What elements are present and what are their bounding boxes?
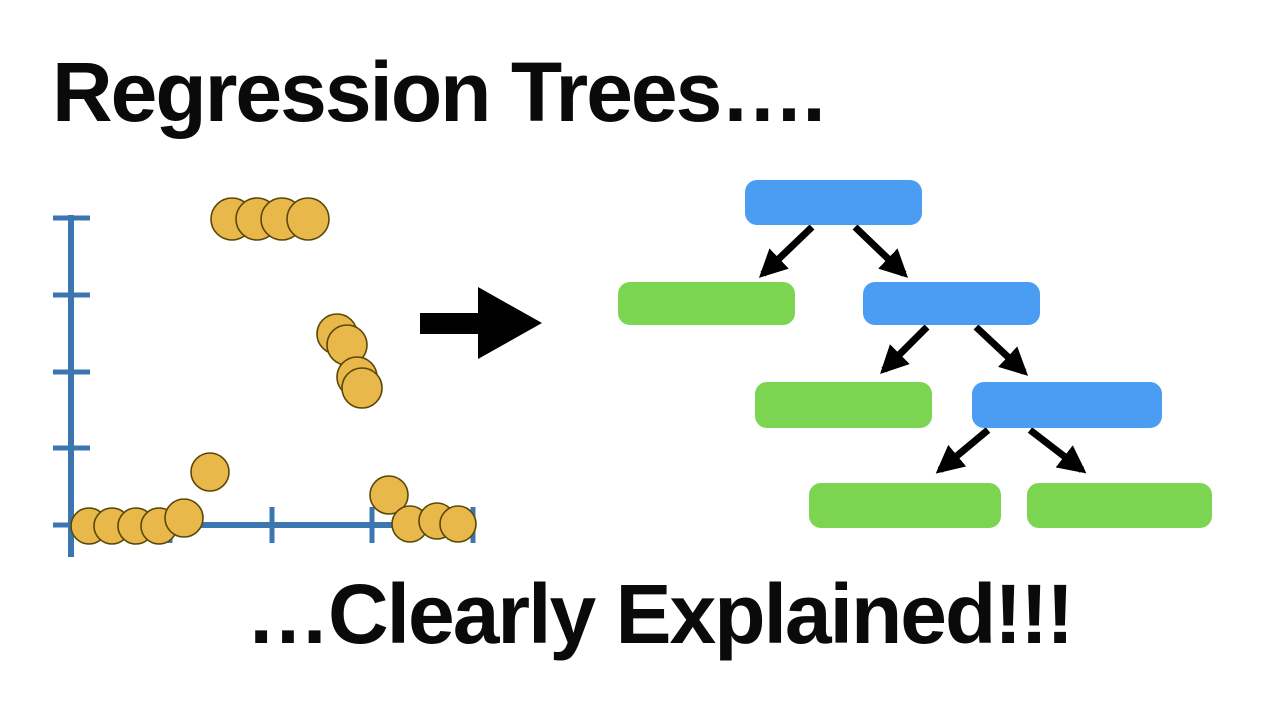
tree-edge: [935, 427, 991, 474]
tree-level3-right-node: [972, 382, 1162, 428]
transform-arrow-head: [478, 287, 542, 359]
tree-edge: [973, 324, 1029, 376]
data-point: [164, 498, 204, 538]
tree-level3-left-leaf: [755, 382, 932, 428]
tree-root-node: [745, 180, 922, 225]
transform-arrow-shaft: [420, 313, 482, 334]
data-point: [369, 475, 409, 515]
tree-level4-right-leaf: [1027, 483, 1212, 528]
tree-diagram: [618, 180, 1212, 528]
data-point: [190, 452, 230, 492]
tree-level2-left-leaf: [618, 282, 795, 325]
tree-edge: [852, 224, 909, 278]
tree-edge: [1027, 427, 1087, 474]
scatter-plot: [53, 197, 477, 557]
data-point: [341, 367, 383, 409]
tree-edge: [758, 224, 815, 278]
data-point: [439, 505, 477, 543]
subtitle-text: …Clearly Explained!!!: [246, 567, 1074, 661]
tree-level4-left-leaf: [809, 483, 1001, 528]
transform-arrow: [420, 287, 542, 359]
tree-level2-right-node: [863, 282, 1040, 325]
title-text: Regression Trees….: [52, 45, 826, 139]
tree-edge: [880, 324, 930, 374]
data-point: [286, 197, 330, 241]
